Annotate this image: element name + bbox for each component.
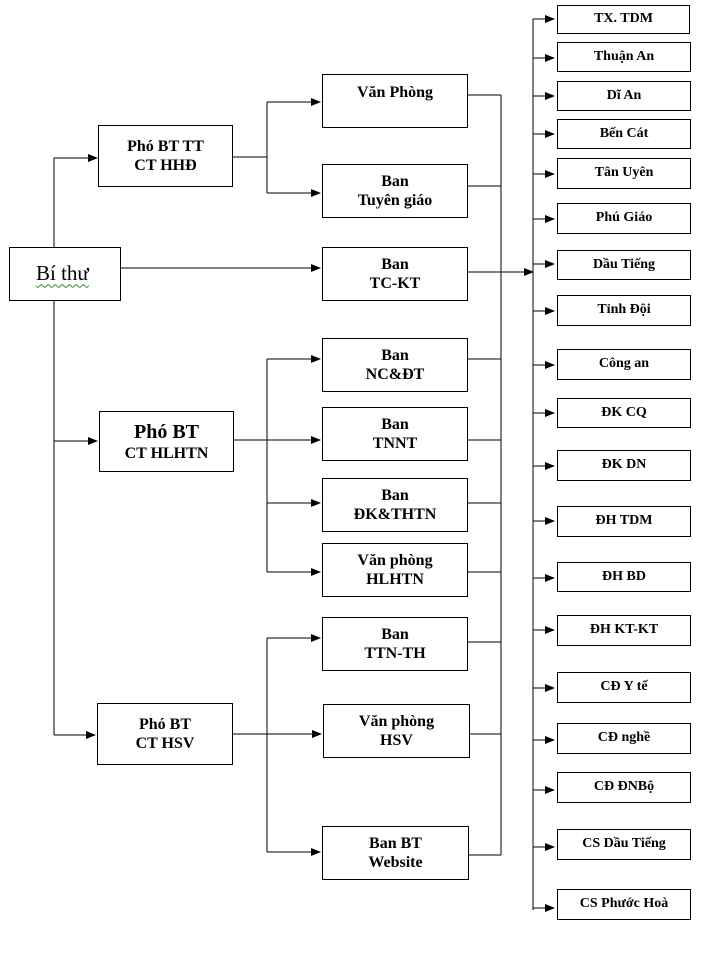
node-pho-bt-tt: Phó BT TT CT HHĐ — [98, 125, 233, 187]
node-ban-tnnt: Ban TNNT — [322, 407, 468, 461]
node-label-line2: ĐK&THTN — [353, 506, 437, 523]
node-van-phong-hsv: Văn phòng HSV — [323, 704, 470, 758]
unit-label: Dĩ An — [606, 87, 642, 103]
node-bi-thu-label: Bí thư — [36, 261, 89, 286]
unit-node: ĐH TDM — [557, 506, 691, 537]
unit-label: Tỉnh Đội — [597, 302, 651, 318]
unit-node: Tân Uyên — [557, 158, 691, 189]
node-ban-dk-thtn: Ban ĐK&THTN — [322, 478, 468, 532]
unit-node: CĐ ĐNBộ — [557, 772, 691, 803]
unit-label: CS Phước Hoà — [579, 896, 669, 912]
unit-node: TX. TDM — [557, 5, 690, 34]
unit-label: Tân Uyên — [594, 165, 654, 181]
unit-label: CĐ nghề — [597, 730, 651, 746]
unit-label: CĐ Y tế — [600, 679, 648, 695]
node-label-line1: Ban — [381, 346, 409, 364]
node-label-line1: Văn phòng — [357, 551, 433, 569]
unit-label: CS Dầu Tiếng — [582, 836, 666, 852]
unit-node: Tỉnh Đội — [557, 295, 691, 326]
node-label-line2: NC&ĐT — [365, 366, 425, 383]
node-label-line2: CT HHĐ — [134, 157, 197, 174]
node-ban-tuyen-giao: Ban Tuyên giáo — [322, 164, 468, 218]
node-label-line1: Ban — [381, 172, 409, 190]
node-pho-bt-hlhtn: Phó BT CT HLHTN — [99, 411, 234, 472]
node-ban-ttn-th: Ban TTN-TH — [322, 617, 468, 671]
node-label-line2: CT HLHTN — [124, 444, 209, 462]
unit-node: Phú Giáo — [557, 203, 691, 234]
unit-label: Dầu Tiếng — [592, 256, 656, 272]
unit-node: ĐH BD — [557, 562, 691, 592]
unit-label: TX. TDM — [594, 11, 653, 27]
unit-node: ĐK CQ — [557, 398, 691, 428]
unit-label: Phú Giáo — [595, 210, 653, 226]
unit-label: ĐK DN — [601, 457, 647, 473]
unit-node: CS Phước Hoà — [557, 889, 691, 920]
unit-node: Thuận An — [557, 42, 691, 72]
node-label-line1: Phó BT — [133, 420, 200, 443]
unit-label: Công an — [598, 356, 650, 372]
node-label-line2: TC-KT — [369, 275, 421, 292]
unit-node: CĐ Y tế — [557, 672, 691, 703]
unit-label: Thuận An — [593, 48, 655, 64]
unit-label: CĐ ĐNBộ — [593, 779, 655, 795]
node-label-line1: Ban BT — [369, 834, 422, 852]
node-bi-thu: Bí thư — [9, 247, 121, 301]
node-label-line2: Website — [368, 854, 423, 871]
node-label-line1: Ban — [381, 255, 409, 273]
node-ban-bt-website: Ban BT Website — [322, 826, 469, 880]
node-pho-bt-hsv: Phó BT CT HSV — [97, 703, 233, 765]
unit-node: Dĩ An — [557, 81, 691, 111]
node-label-line2: HLHTN — [366, 571, 424, 588]
unit-node: Công an — [557, 349, 691, 380]
node-label-line1: Văn phòng — [358, 712, 435, 730]
unit-label: Bến Cát — [599, 125, 649, 141]
unit-label: ĐH TDM — [595, 513, 653, 529]
node-label-line2: TNNT — [372, 435, 418, 452]
node-label-line1: Phó BT TT — [127, 137, 204, 155]
unit-node: Bến Cát — [557, 119, 691, 149]
node-ban-nc-dt: Ban NC&ĐT — [322, 338, 468, 392]
node-label-line2: HSV — [380, 732, 413, 749]
node-label-line1: Văn Phòng — [356, 84, 434, 101]
node-van-phong-hlhtn: Văn phòng HLHTN — [322, 543, 468, 597]
node-label-line1: Ban — [381, 625, 409, 643]
unit-node: CS Dầu Tiếng — [557, 829, 691, 860]
node-label-line1: Phó BT — [138, 715, 191, 733]
unit-label: ĐK CQ — [601, 404, 647, 420]
unit-label: ĐH KT-KT — [589, 622, 659, 638]
unit-node: ĐK DN — [557, 450, 691, 481]
node-van-phong: Văn Phòng — [322, 74, 468, 128]
unit-node: ĐH KT-KT — [557, 615, 691, 646]
node-label-line2: CT HSV — [135, 735, 195, 752]
node-ban-tc-kt: Ban TC-KT — [322, 247, 468, 301]
unit-label: ĐH BD — [602, 568, 646, 584]
node-label-line2: Tuyên giáo — [357, 192, 433, 209]
node-label-line2: TTN-TH — [364, 645, 426, 662]
node-label-line1: Ban — [381, 415, 409, 433]
node-label-line1: Ban — [381, 486, 409, 504]
unit-node: CĐ nghề — [557, 723, 691, 754]
unit-node: Dầu Tiếng — [557, 250, 691, 280]
